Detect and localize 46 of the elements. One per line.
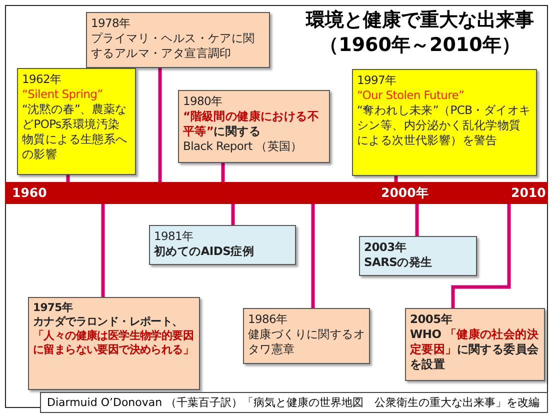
year-label: 1980年 bbox=[183, 94, 224, 109]
year-label: 1975年 bbox=[33, 301, 74, 316]
event-text: 健康づくりに関するオタワ憲章 bbox=[248, 326, 365, 357]
event-text: 「人々の健康は医学生物学的要因に留まらない要因で決められる」 bbox=[33, 329, 195, 358]
event-text: カナダでラロンド・レポート、 bbox=[33, 315, 184, 330]
year-label: 1962年 bbox=[22, 72, 63, 87]
event-text: “Our Stolen Future” bbox=[357, 88, 466, 103]
event-text: WHO 「健康の社会的決定要因」に関する委員会を設置 bbox=[410, 326, 540, 372]
event-box bbox=[17, 68, 136, 175]
event-box bbox=[405, 308, 545, 381]
year-label: 2003年 bbox=[364, 240, 408, 255]
event-box bbox=[243, 308, 370, 364]
source-note: Diarmuid O’Donovan （千葉百子訳）「病気と健康の世界地図 公衆衛生の重大な出来事」を改編 bbox=[40, 392, 548, 413]
connector-line bbox=[394, 176, 398, 182]
connector-line bbox=[221, 163, 225, 182]
connector-line bbox=[311, 204, 315, 308]
timeline-bar bbox=[5, 182, 548, 204]
event-text: “沈黙の春”、農薬などPOPs系環境汚染物質による生態系への影響 bbox=[22, 102, 128, 162]
connector-line bbox=[415, 204, 419, 236]
year-marker: 1960 bbox=[12, 185, 47, 200]
event-text: “階級間の健康における不平等”に関する bbox=[183, 108, 320, 139]
event-box bbox=[28, 297, 200, 390]
year-label: 1978年 bbox=[91, 16, 132, 31]
event-box bbox=[178, 90, 330, 163]
year-marker: 2010 bbox=[511, 185, 546, 200]
year-marker: 2000年 bbox=[381, 185, 429, 202]
connector-line bbox=[66, 175, 70, 182]
event-box bbox=[149, 225, 296, 265]
event-text: Black Report （英国） bbox=[183, 138, 304, 154]
connector-line bbox=[158, 68, 162, 182]
event-text: “奪われし未来”（PCB・ダイオキシン等、内分泌かく乱化学物質による次世代影響）を警告 bbox=[357, 102, 532, 148]
title: 環境と健康で重大な出来事（1960年～2010年） bbox=[304, 8, 535, 58]
connector-line bbox=[231, 204, 235, 225]
event-box bbox=[352, 69, 537, 176]
event-box bbox=[86, 12, 270, 68]
event-text: SARSの発生 bbox=[364, 254, 434, 270]
year-label: 1986年 bbox=[248, 312, 289, 327]
year-label: 1981年 bbox=[154, 229, 195, 244]
year-label: 2005年 bbox=[410, 312, 454, 327]
event-text: プライマリ・ヘルス・ケアに関するアルマ・アタ宣言調印 bbox=[91, 30, 256, 61]
event-box bbox=[359, 236, 477, 276]
event-text: 初めてのAIDS症例 bbox=[154, 244, 256, 259]
year-label: 1997年 bbox=[357, 73, 398, 88]
connector-line bbox=[101, 204, 105, 297]
event-text: “Silent Spring” bbox=[22, 86, 104, 102]
connector-line bbox=[451, 204, 511, 308]
